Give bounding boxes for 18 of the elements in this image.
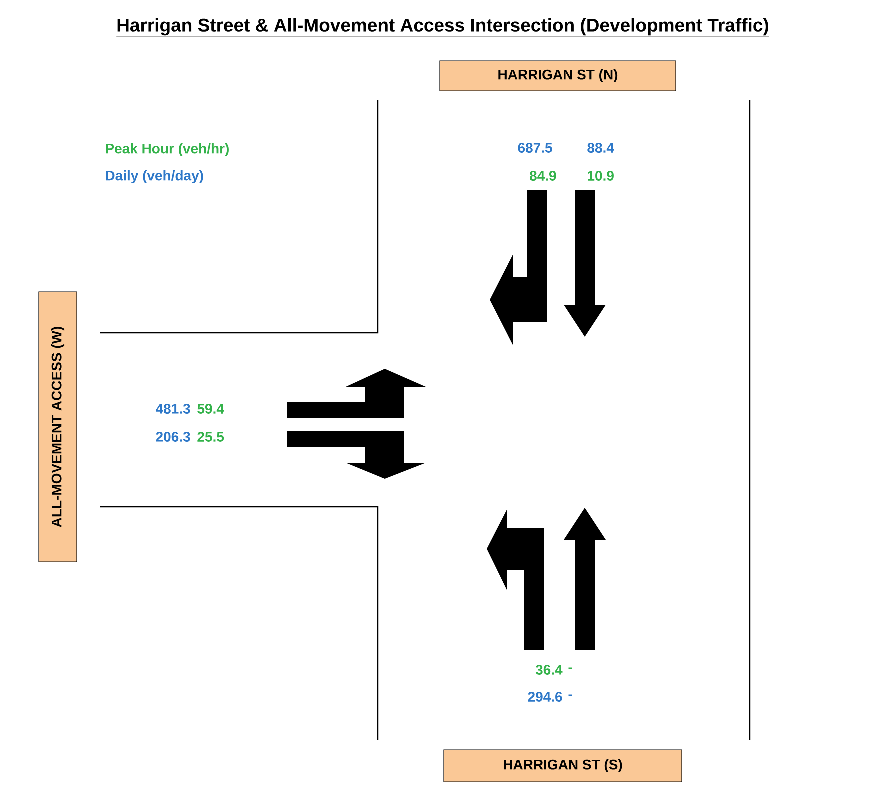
key-text: Daily (veh/day): [106, 170, 204, 184]
volume-number: 84.9: [530, 171, 556, 181]
road-name-box: ALL-MOVEMENT ACCESS (W): [38, 292, 78, 562]
volume-number: 36.4: [536, 665, 563, 675]
volume-number: 206.3: [156, 432, 190, 442]
volume-number: 88.4: [588, 143, 614, 153]
volume-number: 294.6: [528, 692, 562, 702]
volume-number: -: [568, 694, 572, 696]
volume-number: 481.3: [156, 404, 190, 414]
volume-number: -: [568, 668, 572, 670]
volume-number: 687.5: [518, 143, 552, 153]
key-text: Peak Hour (veh/hr): [106, 143, 229, 157]
road-name-box: HARRIGAN ST (N): [440, 60, 676, 92]
volume-number: 10.9: [588, 171, 614, 181]
volume-number: 25.5: [198, 432, 224, 442]
title: Harrigan Street & All-Movement Access Intersection (Development Traffic): [116, 18, 770, 38]
road-name-box: HARRIGAN ST (S): [444, 750, 682, 782]
volume-number: 59.4: [198, 404, 224, 414]
